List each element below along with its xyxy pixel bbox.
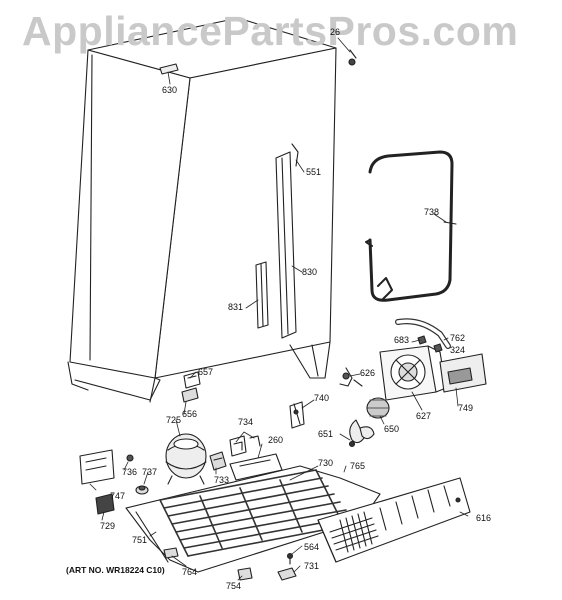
part-label-324: 324 (450, 345, 466, 355)
part-627-fan-shroud (379, 345, 447, 401)
part-label-740: 740 (314, 393, 330, 403)
part-label-764: 764 (182, 567, 198, 577)
part-label-830: 830 (302, 267, 318, 277)
part-564-screw (286, 552, 294, 565)
part-label-26: 26 (330, 27, 341, 37)
part-737-grommet (126, 454, 149, 495)
art-number-caption: (ART NO. WR18224 C10) (66, 565, 165, 575)
part-label-733: 733 (214, 475, 230, 485)
watermark-text: AppliancePartsPros.com (22, 8, 519, 54)
part-label-650: 650 (384, 424, 400, 434)
part-738-heater-loop (365, 150, 457, 302)
part-729-capacitor (95, 493, 115, 515)
part-26-screw (348, 49, 357, 66)
part-label-749: 749 (458, 403, 474, 413)
part-label-651: 651 (318, 429, 334, 439)
part-label-730: 730 (318, 458, 334, 468)
part-label-765: 765 (350, 461, 366, 471)
part-label-626: 626 (360, 368, 376, 378)
part-740-relay (289, 401, 305, 429)
part-label-751: 751 (132, 535, 148, 545)
part-650-fan-motor (366, 397, 390, 419)
part-831-strip (255, 261, 269, 329)
part-651-fan-blade (348, 419, 375, 448)
part-label-762: 762 (450, 333, 466, 343)
part-764-leveler (163, 547, 179, 559)
part-label-831: 831 (228, 302, 244, 312)
part-747-bracket (79, 449, 115, 485)
part-label-657: 657 (198, 367, 214, 377)
cabinet-body (67, 17, 337, 403)
part-label-738: 738 (424, 207, 440, 217)
part-733-overload (209, 451, 227, 471)
part-830-channel (275, 143, 299, 339)
part-657-bracket (181, 371, 201, 403)
part-730-condenser-coil (159, 469, 349, 557)
part-630-bracket (159, 63, 179, 75)
part-label-731: 731 (304, 561, 320, 571)
part-683-clip (417, 335, 443, 353)
part-label-736: 736 (122, 467, 138, 477)
part-label-260: 260 (268, 435, 284, 445)
part-label-564: 564 (304, 542, 320, 552)
part-725-compressor (165, 433, 207, 485)
leader-lines (89, 37, 469, 581)
part-label-754: 754 (226, 581, 242, 591)
part-label-729: 729 (100, 521, 116, 531)
part-626-connector (339, 367, 363, 387)
part-762-tube (395, 318, 451, 349)
part-749-control-board (439, 353, 487, 393)
part-label-725: 725 (166, 415, 182, 425)
part-label-683: 683 (394, 335, 410, 345)
part-label-734: 734 (238, 417, 254, 427)
part-734-start-device (229, 435, 261, 457)
part-label-747: 747 (110, 491, 126, 501)
part-label-616: 616 (476, 513, 492, 523)
part-label-551: 551 (306, 167, 322, 177)
part-label-656: 656 (182, 409, 198, 419)
part-616-grille (317, 477, 471, 563)
part-731-clip (277, 567, 297, 581)
part-label-737: 737 (142, 467, 158, 477)
part-label-630: 630 (162, 85, 178, 95)
part-label-627: 627 (416, 411, 432, 421)
